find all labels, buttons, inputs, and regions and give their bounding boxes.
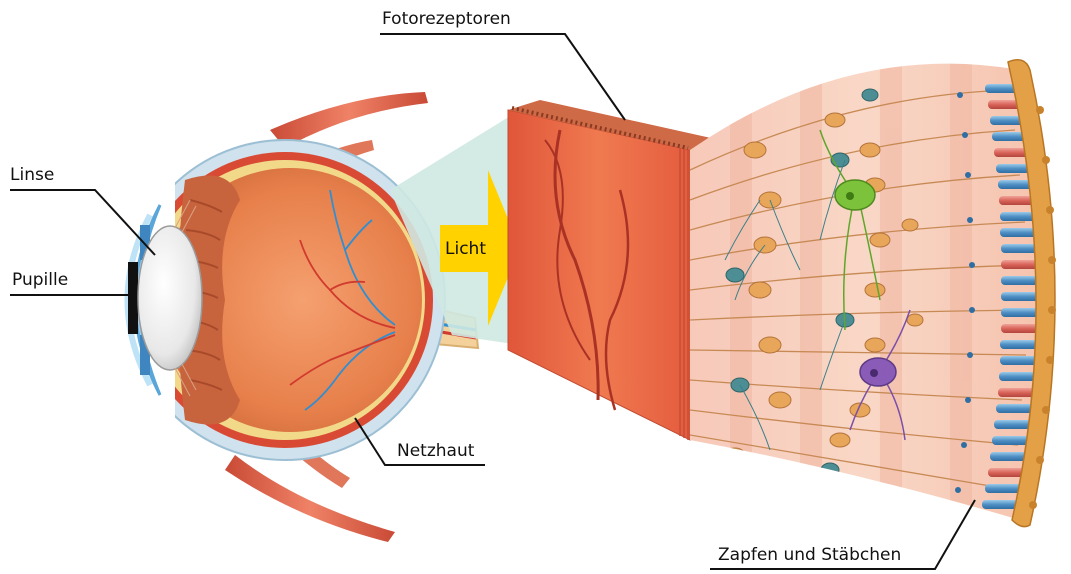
eye-cross-section bbox=[120, 92, 478, 542]
fotorezeptoren-label: Fotorezeptoren bbox=[382, 9, 511, 29]
pupil bbox=[128, 262, 138, 334]
linse-label: Linse bbox=[10, 165, 54, 185]
lower-eye-muscle bbox=[225, 455, 395, 542]
fotorezeptoren-leader bbox=[380, 34, 625, 120]
netzhaut-label: Netzhaut bbox=[397, 441, 475, 461]
pupille-label: Pupille bbox=[12, 270, 68, 290]
retina-magnified bbox=[508, 40, 1056, 540]
licht-label: Licht bbox=[445, 239, 486, 259]
label-zapfen-staebchen: Zapfen und Stäbchen bbox=[710, 500, 975, 569]
zapfen-staebchen-label: Zapfen und Stäbchen bbox=[718, 545, 901, 565]
label-pupille: Pupille bbox=[10, 270, 130, 295]
